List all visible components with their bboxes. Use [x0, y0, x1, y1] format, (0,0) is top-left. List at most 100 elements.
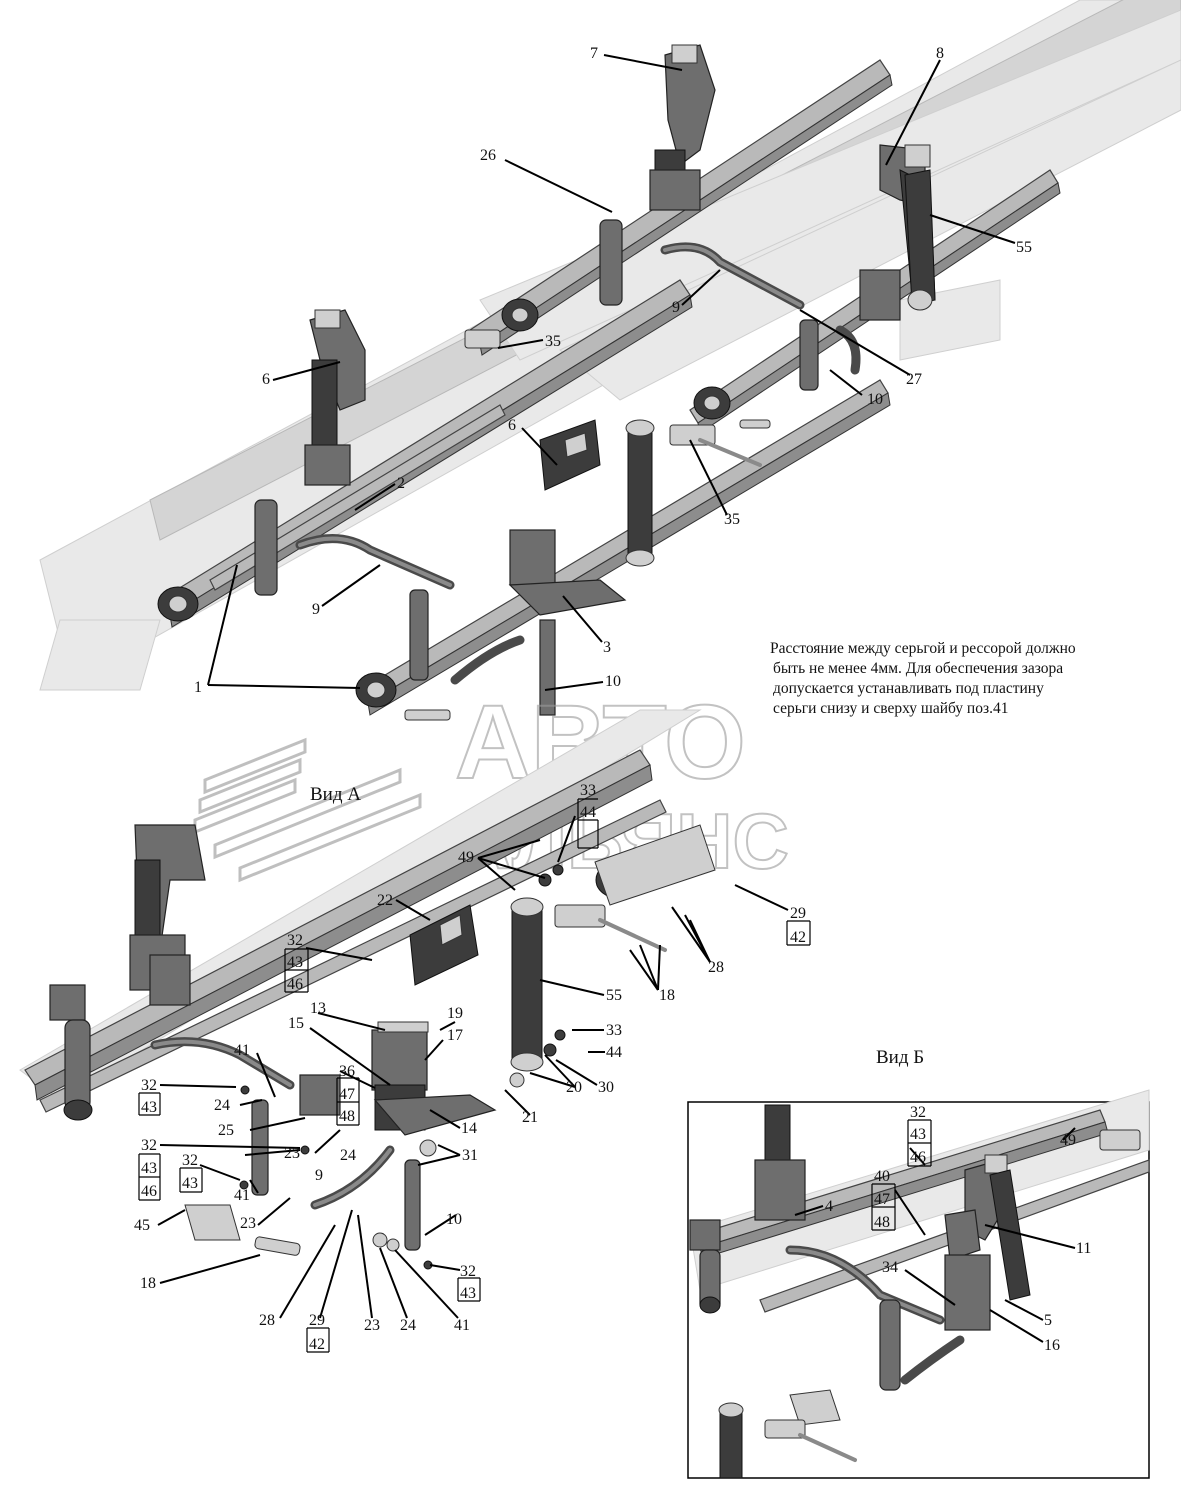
callout: 13: [310, 1000, 326, 1017]
shock-absorber-55-top: [904, 169, 936, 311]
callout: 55: [606, 987, 622, 1004]
callout: 49: [1060, 1132, 1076, 1149]
callout: 55: [1016, 239, 1032, 256]
callout: 32: [141, 1077, 157, 1094]
callout: 26: [480, 147, 496, 164]
callout: 24: [214, 1097, 230, 1114]
callout: 22: [377, 892, 393, 909]
callout: 31: [462, 1147, 478, 1164]
callout: 10: [867, 391, 883, 408]
note-line-2: быть не менее 4мм. Для обеспечения зазор…: [773, 660, 1063, 677]
callout: 46: [910, 1149, 926, 1166]
callout: 41: [454, 1317, 470, 1334]
callout: 47: [874, 1191, 890, 1208]
callout: 17: [447, 1027, 463, 1044]
callout: 45: [134, 1217, 150, 1234]
hardware-top: [404, 329, 771, 721]
callout: 28: [708, 959, 724, 976]
shackles-top: [254, 219, 901, 716]
callout: 24: [400, 1317, 416, 1334]
callout: 42: [309, 1336, 325, 1353]
callout: 41: [234, 1042, 250, 1059]
callout: 21: [522, 1109, 538, 1126]
shock-absorber-55-middle: [625, 419, 655, 567]
callout: 15: [288, 1015, 304, 1032]
callout: 6: [508, 417, 516, 434]
callout: 5: [1044, 1312, 1052, 1329]
spring-eye-bushings: [157, 298, 731, 708]
callout: 33: [580, 782, 596, 799]
callout: 27: [906, 371, 922, 388]
callout: 35: [545, 333, 561, 350]
callout: 43: [910, 1126, 926, 1143]
callout: 49: [458, 849, 474, 866]
callout: 4: [825, 1198, 833, 1215]
note-line-1: Расстояние между серьгой и рессорой долж…: [770, 640, 1076, 657]
callout: 11: [1076, 1240, 1091, 1257]
callout: 3: [603, 639, 611, 656]
callout: 43: [141, 1160, 157, 1177]
callout: 48: [339, 1108, 355, 1125]
callout: 8: [936, 45, 944, 62]
callouts-view-b: 32 43 46 49 40 47 48 4 11 34 5 16: [825, 1104, 1091, 1354]
callout: 23: [364, 1317, 380, 1334]
callout: 14: [461, 1120, 477, 1137]
callout: 6: [262, 371, 270, 388]
callout: 18: [140, 1275, 156, 1292]
callout: 29: [309, 1312, 325, 1329]
callout: 32: [460, 1263, 476, 1280]
callout: 7: [590, 45, 598, 62]
callout: 32: [141, 1137, 157, 1154]
callout: 20: [566, 1079, 582, 1096]
callout: 19: [447, 1005, 463, 1022]
callout: 36: [339, 1063, 355, 1080]
callouts-top: 7 26 8 55 9 27 35 6 10 6 35 2 9 3 10 1: [194, 45, 1032, 696]
callout: 32: [910, 1104, 926, 1121]
callout: 9: [312, 601, 320, 618]
callout: 18: [659, 987, 675, 1004]
callout: 44: [580, 804, 596, 821]
callout: 41: [234, 1187, 250, 1204]
callout: 10: [446, 1211, 462, 1228]
callout: 47: [339, 1086, 355, 1103]
stabilizer-bar-9-top: [660, 242, 805, 310]
callout: 28: [259, 1312, 275, 1329]
callout: 32: [287, 932, 303, 949]
callout: 32: [182, 1152, 198, 1169]
callout: 25: [218, 1122, 234, 1139]
bracket-7: [649, 44, 716, 211]
callout: 33: [606, 1022, 622, 1039]
callout: 46: [287, 976, 303, 993]
stabilizer-bar-9-front: [295, 534, 455, 590]
note-line-3: допускается устанавливать под пластину: [773, 680, 1044, 697]
callout: 43: [182, 1175, 198, 1192]
callout: 10: [605, 673, 621, 690]
callout: 43: [287, 954, 303, 971]
callout: 9: [672, 299, 680, 316]
note-line-4: серьги снизу и сверху шайбу поз.41: [773, 700, 1008, 717]
callout: 43: [141, 1099, 157, 1116]
callout: 46: [141, 1183, 157, 1200]
callout: 40: [874, 1168, 890, 1185]
callout: 48: [874, 1214, 890, 1231]
callout: 42: [790, 929, 806, 946]
callout: 43: [460, 1285, 476, 1302]
callout: 34: [882, 1259, 898, 1276]
callout: 1: [194, 679, 202, 696]
callout: 23: [240, 1215, 256, 1232]
leader-lines: [157, 54, 1076, 1343]
installation-note: Расстояние между серьгой и рессорой долж…: [770, 640, 1076, 717]
view-b-assembly: [689, 1089, 1150, 1479]
view-a-title: Вид А: [310, 784, 361, 805]
pad-6: [539, 419, 601, 491]
callout: 2: [397, 475, 405, 492]
callout: 29: [790, 905, 806, 922]
callout-box-lines: [138, 798, 932, 1353]
callout: 44: [606, 1044, 622, 1061]
callout: 35: [724, 511, 740, 528]
callout: 24: [340, 1147, 356, 1164]
callout: 9: [315, 1167, 323, 1184]
callouts-view-a: 33 44 49 22 29 42 32 43 46 55 28 18 13 1…: [134, 782, 806, 1353]
